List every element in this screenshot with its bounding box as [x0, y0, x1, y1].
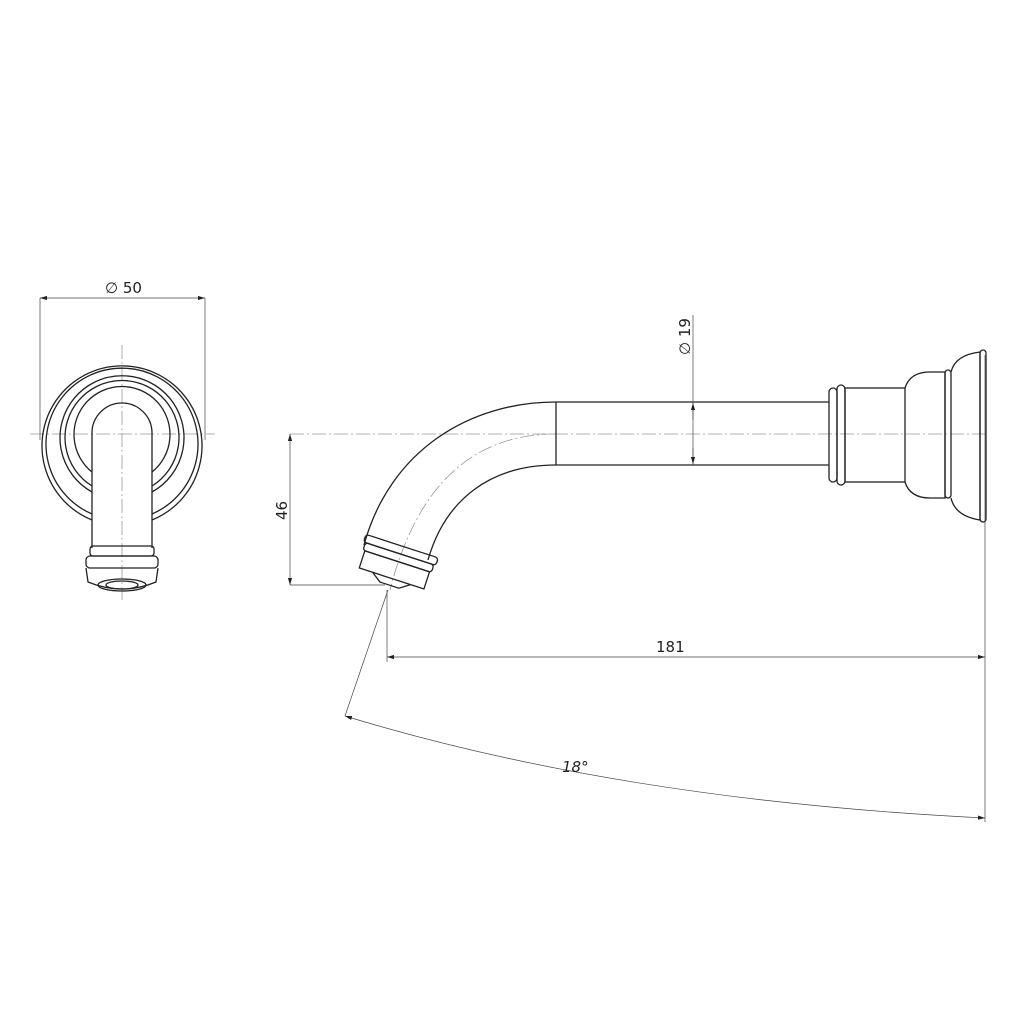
- front-view: ∅ 50: [30, 279, 215, 600]
- front-diameter-label: ∅ 50: [105, 279, 142, 297]
- pipe-diameter-label: ∅ 19: [676, 318, 694, 355]
- angle-label: 18°: [562, 758, 589, 776]
- drop-height-label: 46: [273, 501, 291, 520]
- projection-length-label: 181: [656, 638, 685, 656]
- side-view: ∅ 19 46 181 18°: [273, 315, 987, 822]
